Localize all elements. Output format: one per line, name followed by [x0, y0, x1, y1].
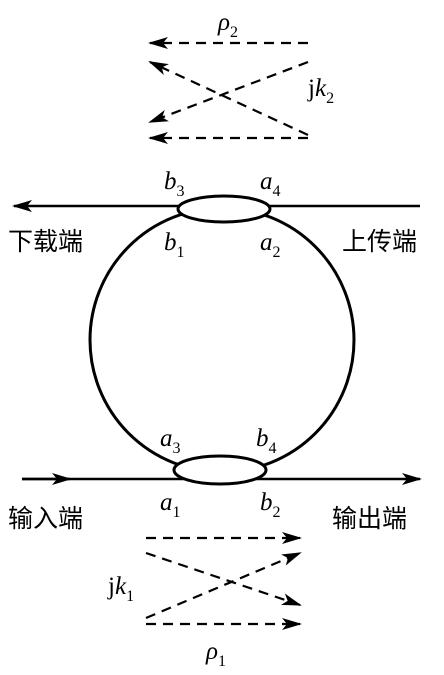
top-rho-label: ρ2 [217, 9, 238, 41]
bottom-coupler [172, 454, 268, 486]
output-port-label: 输出端 [332, 504, 407, 533]
drop-port-label: 下载端 [8, 227, 83, 256]
top-coupler [176, 194, 272, 224]
field-a2: a2 [260, 229, 281, 261]
add-port-label: 上传端 [342, 227, 417, 256]
bottom-cross-arrow-2 [145, 551, 302, 607]
bottom-cross-arrow-1 [145, 551, 302, 620]
field-a1: a1 [160, 489, 181, 521]
field-a3: a3 [160, 425, 181, 457]
bottom-rho-label: ρ1 [205, 638, 226, 670]
field-b2: b2 [260, 489, 281, 521]
top-coupling-schematic [148, 37, 309, 144]
ring-resonator [88, 206, 356, 474]
field-b1: b1 [164, 229, 185, 261]
top-cross-arrow-1 [148, 61, 309, 136]
top-cross-arrow-2 [148, 60, 309, 124]
field-b4: b4 [256, 425, 277, 457]
top-k-label: jk2 [307, 75, 334, 107]
input-port-label: 输入端 [8, 504, 83, 533]
bottom-coupling-schematic [145, 532, 302, 630]
field-b3: b3 [164, 168, 185, 200]
bottom-k-label: jk1 [107, 573, 134, 605]
field-a4: a4 [260, 168, 281, 200]
